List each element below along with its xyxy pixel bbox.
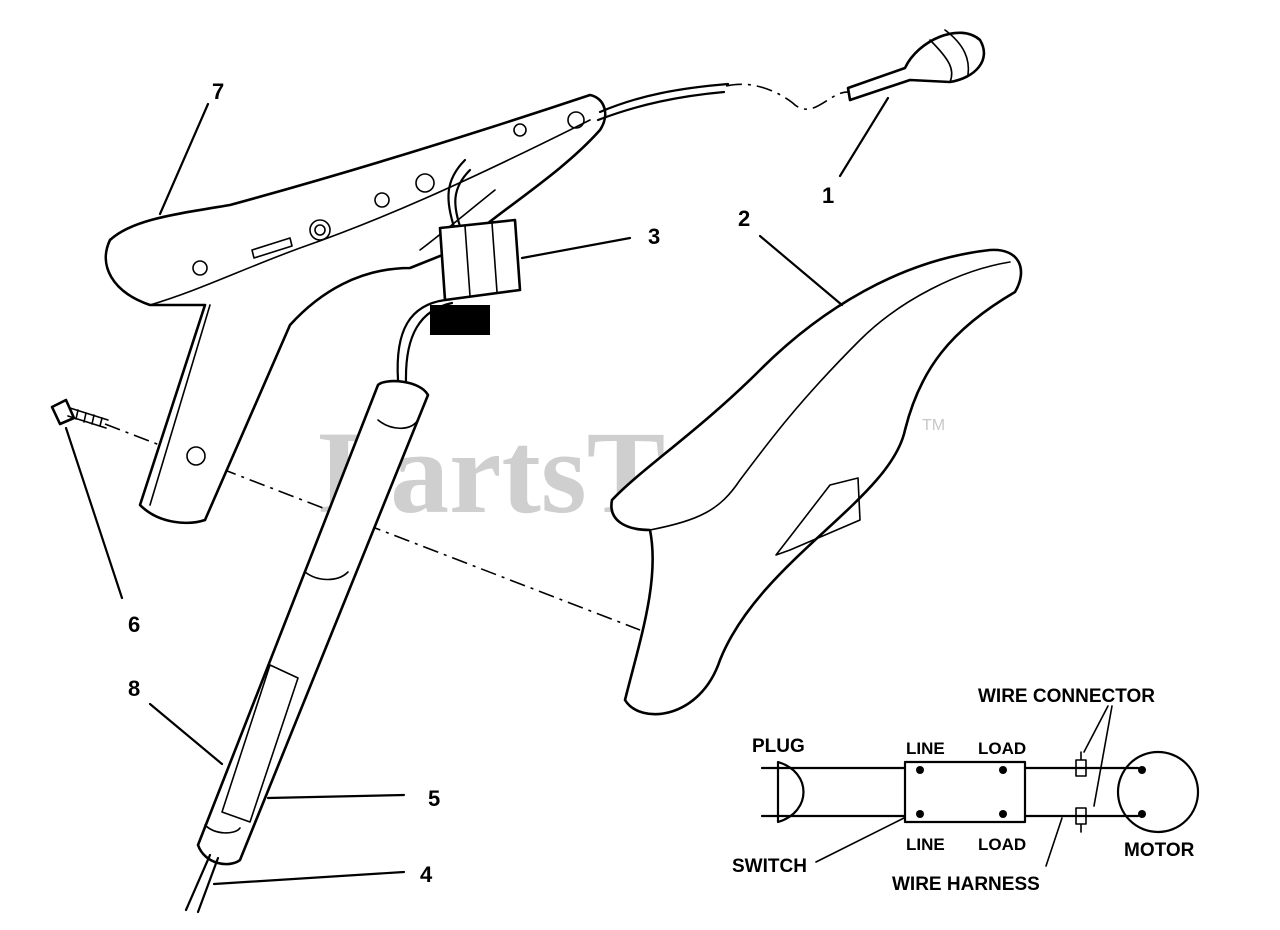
label-line-top: LINE [906,739,945,758]
label-load-bottom: LOAD [978,835,1026,854]
label-wire-connector: WIRE CONNECTOR [978,686,1155,707]
callout-4: 4 [420,862,433,887]
switch-symbol [903,760,1027,824]
label-line-bottom: LINE [906,835,945,854]
cord-dashed-line [725,83,851,110]
handle-half-right [610,248,1023,716]
callout-2: 2 [738,206,750,231]
callout-leaders [64,96,890,886]
watermark-trademark: TM [922,417,945,434]
callout-6: 6 [128,612,140,637]
callout-7: 7 [212,79,224,104]
motor-symbol [1116,750,1200,834]
label-switch: SWITCH [732,856,807,877]
power-cord [596,29,986,122]
bolt [50,398,109,429]
label-plug: PLUG [752,736,805,757]
plug-symbol [776,760,805,824]
label-motor: MOTOR [1124,840,1195,861]
callout-5: 5 [428,786,440,811]
handle-tube [196,379,430,866]
switch-assembly [396,158,522,384]
callout-1: 1 [822,183,834,208]
wiring-schematic: WIRE CONNECTOR PLUG LINE LOAD LINE LOAD … [732,686,1200,895]
callout-3: 3 [648,224,660,249]
switch-trigger [430,305,490,335]
label-wire-harness: WIRE HARNESS [892,874,1040,895]
lead-wires [184,853,220,914]
wire-connector-top-symbol [1075,751,1087,777]
callout-labels: 7 1 3 2 6 8 5 4 [128,79,834,887]
label-load-top: LOAD [978,739,1026,758]
callout-8: 8 [128,676,140,701]
handle-half-left [104,93,607,525]
wire-connector-bottom-symbol [1075,807,1087,833]
